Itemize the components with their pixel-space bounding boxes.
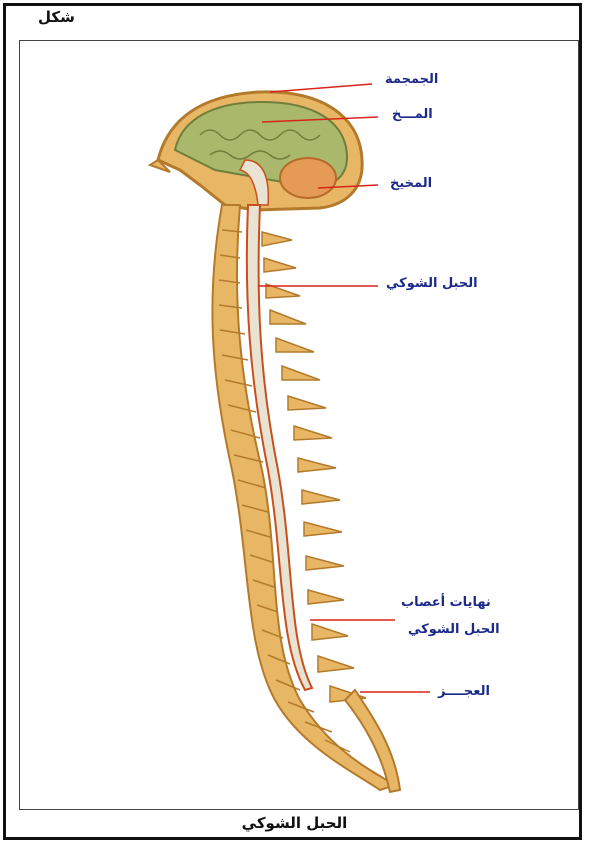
label-nerve-endings-line1: نهايات أعصاب <box>401 595 491 610</box>
figure-caption: الحبل الشوكي <box>242 814 348 832</box>
label-brain: المـــخ <box>392 107 433 122</box>
label-nerve-endings-line2: الحبل الشوكي <box>408 622 500 637</box>
label-spinal-cord: الحبل الشوكي <box>386 276 478 291</box>
label-cerebellum: المخيخ <box>390 176 432 191</box>
leader-skull <box>270 84 372 92</box>
cerebellum-shape <box>280 158 336 198</box>
label-coccyx: العجــــز <box>438 684 490 699</box>
label-skull: الجمجمة <box>385 72 438 87</box>
caption-row: الحبل الشوكي <box>0 806 589 840</box>
